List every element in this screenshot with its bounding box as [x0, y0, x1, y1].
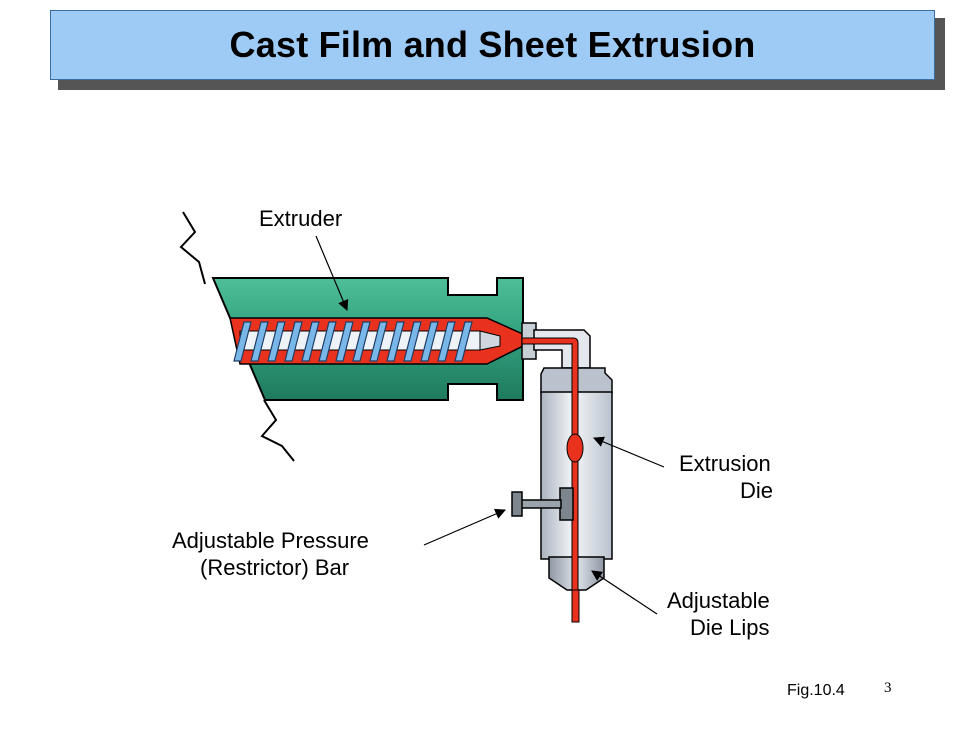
- film-exit: [571, 589, 580, 623]
- pressure-bar-label-line2: (Restrictor) Bar: [200, 555, 350, 580]
- break-line-top: [179, 211, 206, 285]
- die-lips-label-line1: Adjustable: [667, 588, 770, 613]
- screw-flights: [233, 321, 473, 362]
- pressure-bar-label-line1: Adjustable Pressure: [172, 528, 369, 553]
- title-banner: Cast Film and Sheet Extrusion: [50, 10, 935, 80]
- extrusion-die-label-line2: Die: [740, 478, 774, 503]
- restrictor-bar: [559, 487, 574, 521]
- restrictor-bolt-head: [511, 491, 523, 517]
- extrusion-die-label-line1: Extrusion: [679, 451, 771, 476]
- extrusion-die-leader: [593, 436, 665, 468]
- die-manifold: [566, 433, 584, 463]
- figure-reference: Fig.10.4: [787, 682, 845, 699]
- die-lips-leader: [591, 570, 658, 615]
- restrictor-bolt-shaft: [520, 499, 562, 509]
- page-number: 3: [884, 680, 892, 696]
- slide-title: Cast Film and Sheet Extrusion: [229, 24, 756, 65]
- die-lips-label-line2: Die Lips: [690, 615, 770, 640]
- break-line-bottom: [260, 399, 295, 462]
- adapter-pipe: [533, 329, 591, 369]
- extruder-label: Extruder: [259, 206, 343, 231]
- pressure-bar-leader: [423, 508, 506, 546]
- extruder-leader: [315, 235, 349, 311]
- screw-tip: [479, 330, 501, 351]
